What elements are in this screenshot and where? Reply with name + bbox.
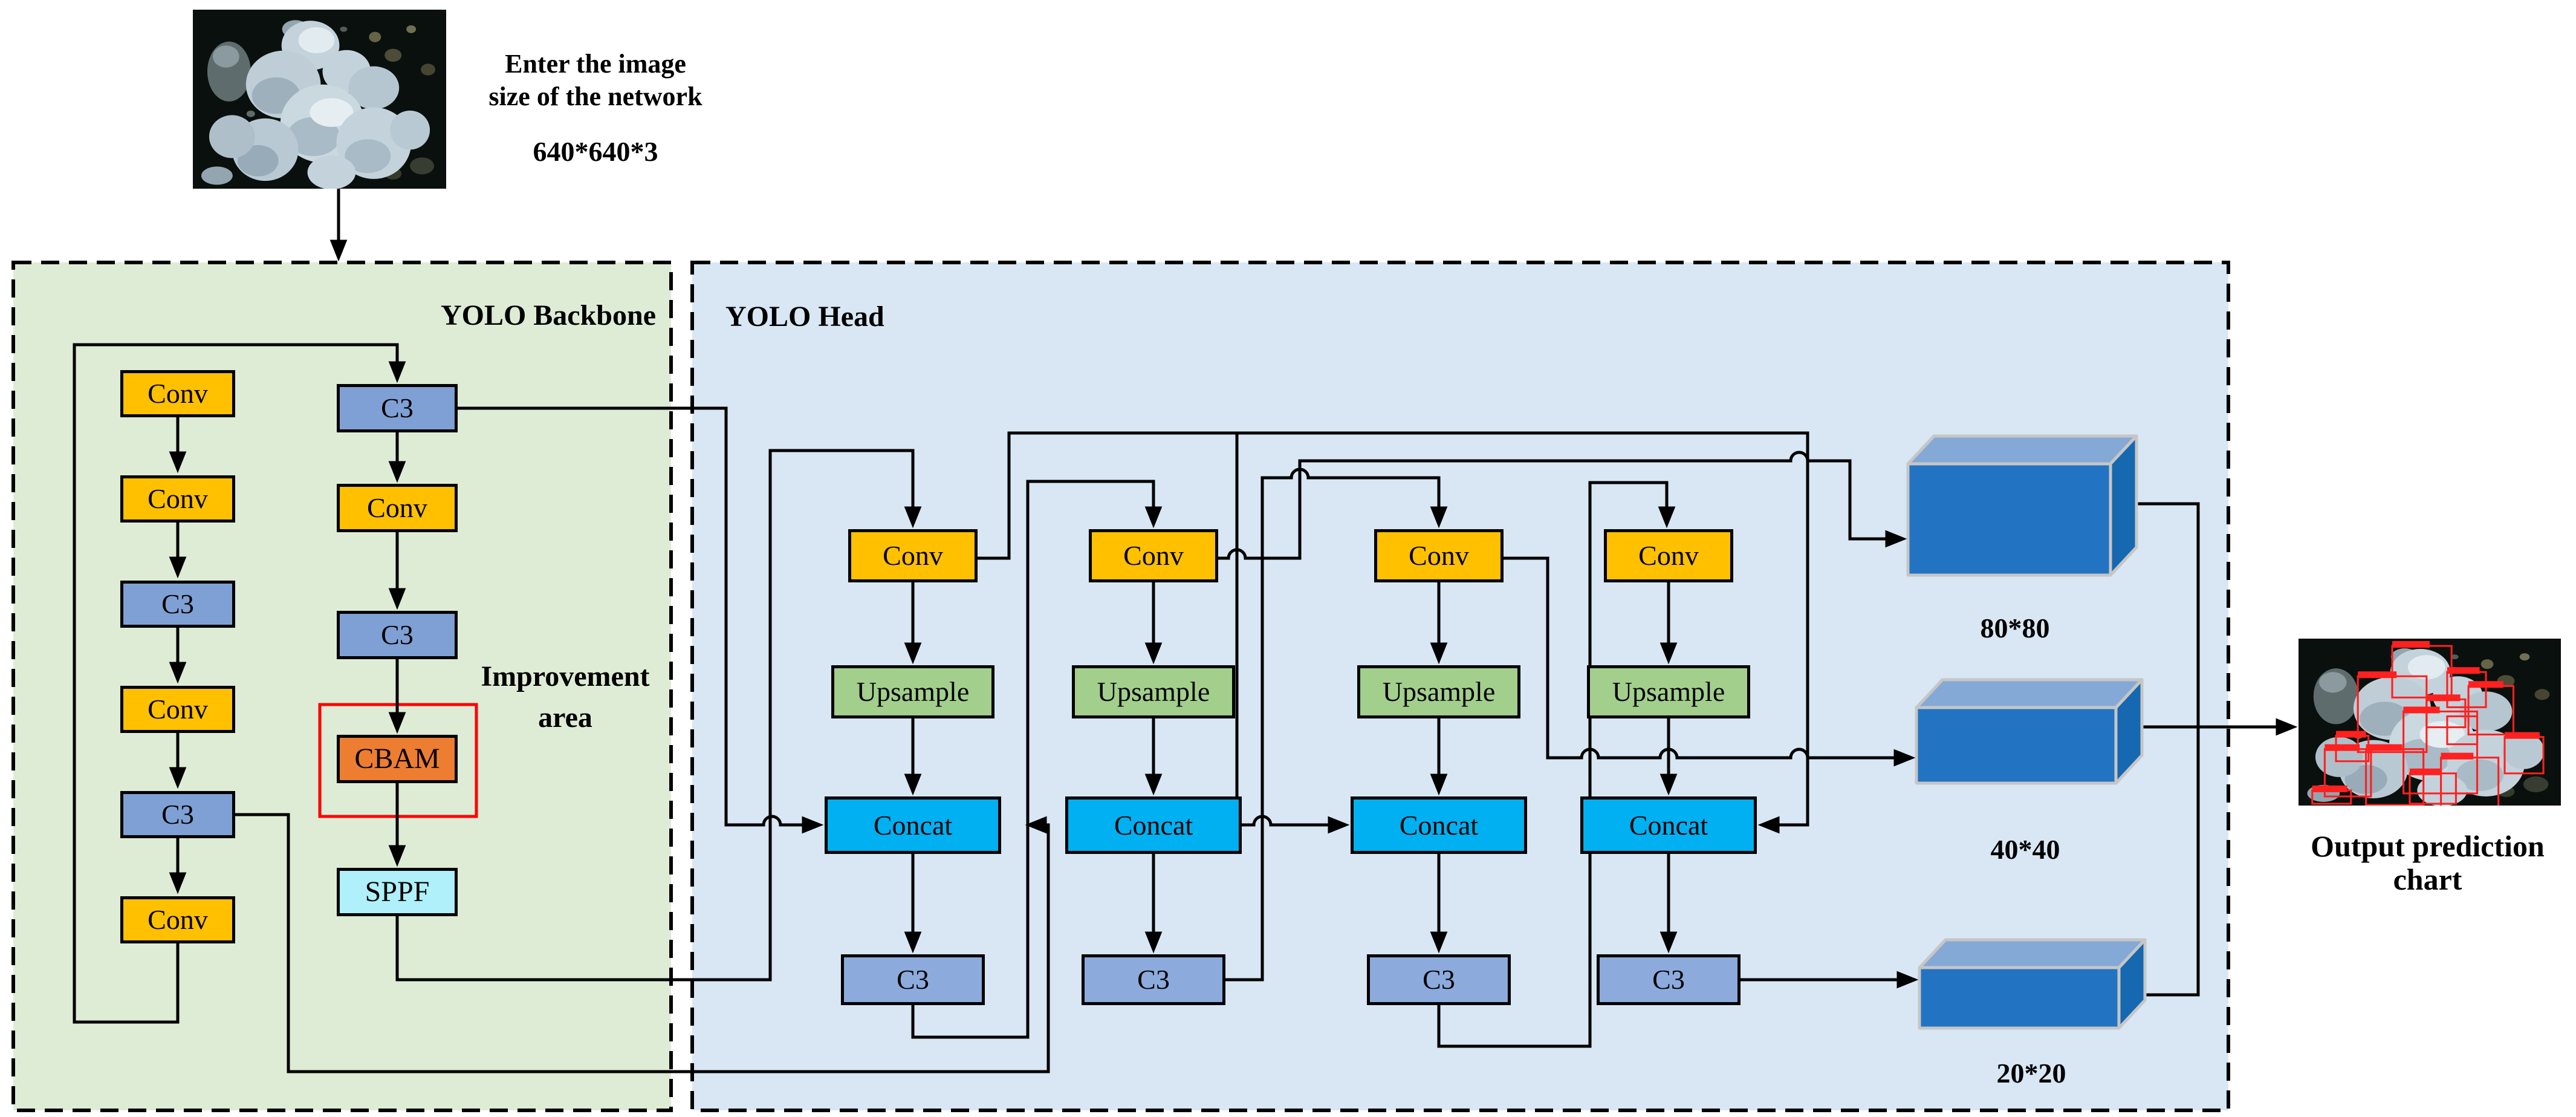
backbone-sppf: SPPF xyxy=(337,868,458,916)
line-c3p2-to-concat2 xyxy=(235,813,1050,1073)
head-g4-conv: Conv xyxy=(1604,529,1733,582)
improvement-label-line1: Improvement xyxy=(481,660,650,692)
head-g4-concat: Concat xyxy=(1580,796,1757,854)
head-g4-c3: C3 xyxy=(1597,954,1741,1005)
head-g2-concat: Concat xyxy=(1065,796,1242,854)
line-c31-to-conv2 xyxy=(911,480,1163,1039)
input-image xyxy=(193,10,446,189)
backbone-cbam: CBAM xyxy=(337,735,458,783)
backbone-c3-2: C3 xyxy=(120,791,235,838)
backbone-conv-5: Conv xyxy=(337,484,458,532)
head-g2-c3: C3 xyxy=(1082,954,1225,1005)
line-backbone-loop xyxy=(73,343,406,1024)
head-g1-c3: C3 xyxy=(841,954,985,1005)
head-g3-concat: Concat xyxy=(1351,796,1527,854)
head-g4-upsample: Upsample xyxy=(1587,665,1750,718)
line-conv1-skip-to-concat4 xyxy=(978,431,1809,834)
head-title: YOLO Head xyxy=(725,301,884,333)
head-g2-upsample: Upsample xyxy=(1072,665,1235,718)
input-size-label: 640*640*3 xyxy=(533,136,658,167)
head-g1-upsample: Upsample xyxy=(831,665,994,718)
backbone-title: YOLO Backbone xyxy=(440,299,656,331)
cube-80x80 xyxy=(1906,434,2138,577)
cube-20x20 xyxy=(1918,938,2147,1030)
head-g3-upsample: Upsample xyxy=(1357,665,1520,718)
head-g3-conv: Conv xyxy=(1374,529,1504,582)
cube-40x40 xyxy=(1915,678,2144,785)
head-g2-conv: Conv xyxy=(1089,529,1218,582)
output-prediction-image xyxy=(2299,639,2561,806)
head-g3-c3: C3 xyxy=(1367,954,1511,1005)
connection-lines xyxy=(73,189,2298,1073)
head-g1-conv: Conv xyxy=(848,529,978,582)
head-g1-concat: Concat xyxy=(825,796,1001,854)
feature-map-label-80: 80*80 xyxy=(1980,613,2050,643)
detection-labels xyxy=(2312,641,2540,792)
feature-map-label-40: 40*40 xyxy=(1990,834,2060,865)
line-c33-to-conv4 xyxy=(1437,481,1676,1048)
output-caption: Output prediction chart xyxy=(2311,829,2545,896)
backbone-c3-3: C3 xyxy=(337,384,458,432)
line-branch-to-concat3 xyxy=(1235,433,1350,834)
input-caption-line1: Enter the image xyxy=(505,49,686,79)
backbone-conv-2: Conv xyxy=(120,475,235,523)
line-conv3-skip-to-40 xyxy=(1504,556,1916,767)
input-caption-line2: size of the network xyxy=(488,82,702,111)
feature-map-label-20: 20*20 xyxy=(1996,1058,2066,1089)
backbone-conv-3: Conv xyxy=(120,686,235,733)
backbone-conv-4: Conv xyxy=(120,896,235,943)
improvement-label-line2: area xyxy=(538,702,592,734)
backbone-c3-4: C3 xyxy=(337,611,458,659)
line-conv2-skip-to-80 xyxy=(1218,451,1907,560)
backbone-c3-1: C3 xyxy=(120,581,235,628)
feature-map-cubes xyxy=(1906,434,2147,1030)
backbone-conv-1: Conv xyxy=(120,370,235,417)
line-sppf-to-conv1 xyxy=(395,449,922,982)
line-collector-spine xyxy=(2136,502,2200,997)
